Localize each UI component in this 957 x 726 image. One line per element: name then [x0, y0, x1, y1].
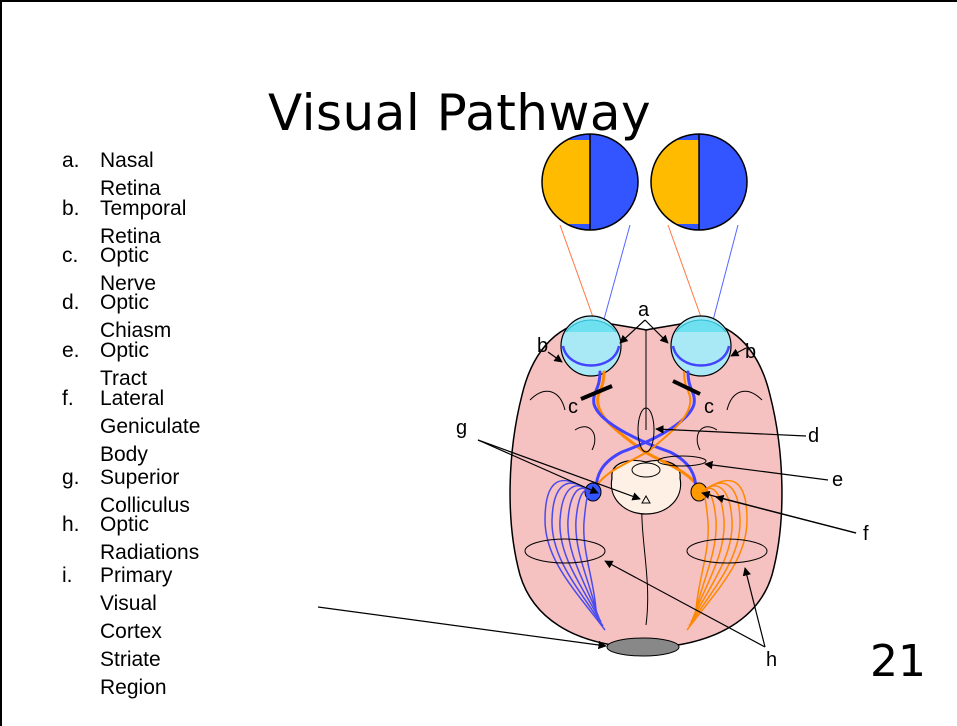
label-e: e	[832, 469, 843, 491]
label-d: d	[808, 425, 819, 447]
label-h: h	[766, 649, 777, 671]
left-eyeball	[561, 316, 621, 376]
label-c-left: c	[568, 396, 578, 418]
right-eyeball	[671, 316, 731, 376]
page-number: 21	[870, 636, 926, 687]
label-c-right: c	[704, 396, 714, 418]
label-a: a	[638, 299, 650, 321]
left-eye-visual-field	[542, 134, 638, 230]
midbrain	[611, 461, 680, 514]
primary-visual-cortex	[607, 638, 679, 656]
label-b-left: b	[537, 335, 548, 357]
label-b-right: b	[745, 341, 756, 363]
label-g: g	[456, 417, 467, 439]
right-eye-visual-field	[651, 134, 747, 230]
label-f: f	[863, 523, 869, 545]
